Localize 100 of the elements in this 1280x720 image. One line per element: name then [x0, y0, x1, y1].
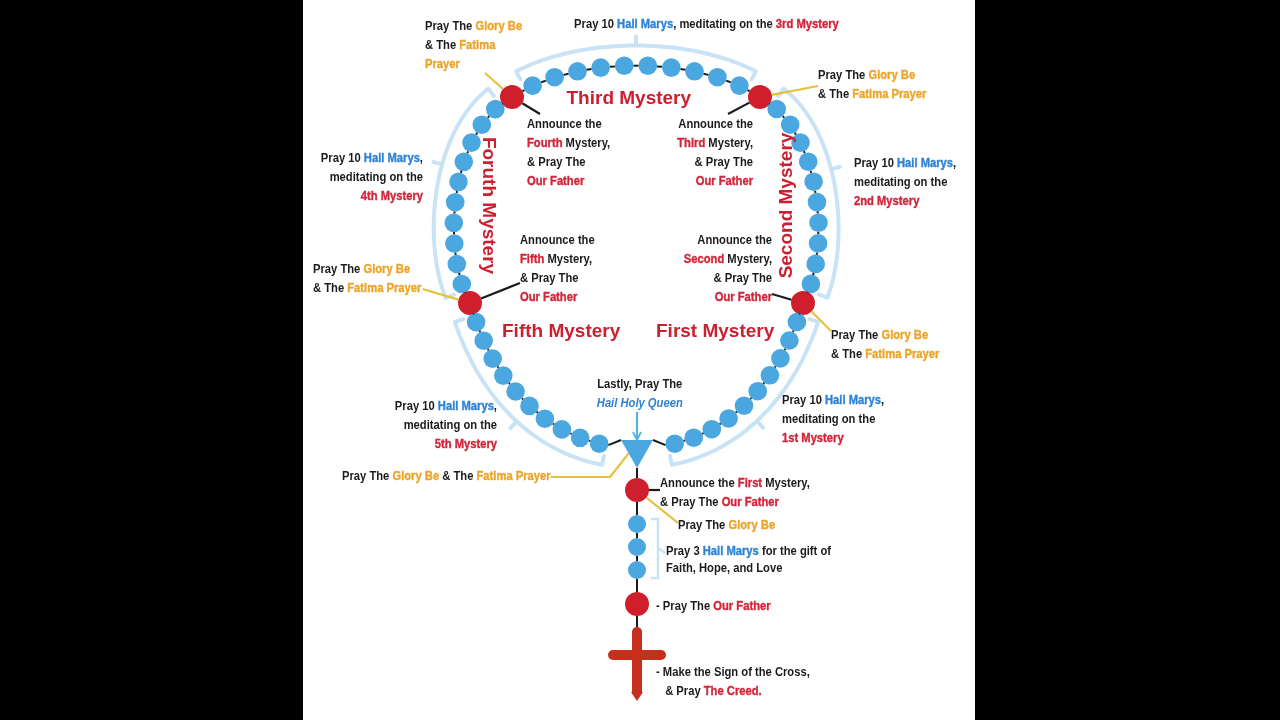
instruction-text: Announce the Fourth Mystery, & Pray The Our Father	[527, 114, 612, 190]
bead	[767, 99, 786, 119]
bead	[494, 366, 513, 385]
instruction-text: Pray 3 Hail Marys for the gift of Faith, Hope, and Love	[666, 542, 832, 576]
chain-link	[501, 102, 504, 105]
mystery-title: Third Mystery	[566, 86, 692, 108]
chain-link	[636, 501, 638, 516]
chain-link	[609, 65, 616, 68]
instruction-text: Pray 10 Hail Marys, meditating on the 5th Mystery	[393, 397, 497, 453]
chain-link	[682, 439, 686, 442]
centerpiece	[621, 440, 653, 468]
bead	[523, 76, 542, 95]
chain-link	[453, 231, 455, 236]
bead	[625, 478, 649, 502]
instruction-text: Announce the Third Mystery, & Pray The Our Father	[675, 114, 753, 190]
chain-link	[793, 131, 797, 136]
chain-link	[466, 150, 470, 155]
chain-link	[478, 329, 482, 334]
chain-link	[607, 439, 622, 447]
leader-line	[521, 102, 541, 115]
bead	[454, 152, 474, 172]
chain-link	[459, 169, 463, 174]
bead	[535, 409, 555, 428]
chain-link	[636, 578, 638, 593]
chain-link	[454, 251, 457, 256]
chain-link	[464, 291, 467, 294]
instruction-text: Pray The Glory Be & The Fatima Prayer	[818, 65, 928, 103]
instruction-text: Announce the Second Mystery, & Pray The Our Father	[682, 230, 772, 306]
leader-line	[645, 496, 679, 524]
chain-link	[768, 102, 771, 105]
bead	[748, 381, 767, 401]
bead	[804, 172, 823, 191]
bead	[780, 331, 799, 350]
chain-link	[636, 532, 638, 539]
chain-link	[701, 432, 705, 435]
mystery-title: Foruth Mystery	[478, 136, 500, 274]
leader-line	[771, 292, 792, 301]
leader-line	[771, 84, 819, 96]
instruction-text: Announce the Fifth Mystery, & Pray The Our Father	[520, 230, 596, 306]
bead	[808, 234, 828, 253]
arrow	[632, 412, 642, 441]
chain-link	[472, 312, 475, 316]
chain-link	[535, 410, 539, 414]
bead	[486, 99, 505, 119]
chain-link	[762, 381, 766, 385]
bead	[506, 382, 525, 401]
chain-link	[679, 68, 687, 71]
bead	[787, 312, 807, 332]
bead	[570, 428, 590, 448]
bead	[545, 67, 564, 87]
chain-link	[725, 79, 732, 84]
chain-link	[521, 89, 526, 93]
chain-link	[798, 312, 801, 316]
bead	[734, 396, 754, 415]
leader-line	[810, 310, 832, 332]
chain-link	[734, 410, 738, 414]
bead	[760, 366, 780, 385]
chain-link	[455, 190, 458, 194]
chain-link	[569, 432, 573, 435]
chain-link	[803, 150, 806, 155]
chain-link	[718, 422, 722, 426]
chain-link	[814, 189, 817, 194]
bead	[662, 58, 681, 77]
bead	[452, 274, 472, 294]
mystery-title: First Mystery	[656, 319, 775, 341]
bead	[445, 192, 465, 212]
chain-link	[806, 290, 809, 294]
chain-link	[587, 439, 592, 442]
bead	[474, 331, 493, 350]
chain-link	[809, 169, 813, 174]
instruction-text: - Pray The Our Father	[656, 597, 771, 615]
bead	[801, 274, 821, 294]
bead	[798, 152, 818, 171]
bead	[638, 56, 658, 75]
instruction-text: - Make the Sign of the Cross, & Pray The Creed.	[656, 663, 811, 700]
bead	[628, 538, 646, 556]
mystery-title: Second Mystery	[775, 132, 797, 278]
bead	[719, 409, 738, 428]
bead	[520, 396, 539, 416]
bead	[684, 428, 703, 447]
chain-link	[636, 615, 638, 628]
instruction-text: Pray The Glory Be & The Fatima Prayer	[831, 325, 941, 363]
bead	[591, 58, 610, 77]
mystery-title: Fifth Mystery	[502, 319, 621, 341]
bead	[458, 291, 482, 315]
chain-link	[652, 439, 667, 447]
chain-link	[656, 65, 663, 68]
leader-line	[480, 281, 521, 300]
leader-line	[550, 452, 630, 479]
leader-line	[727, 101, 750, 115]
chain-link	[585, 68, 593, 71]
bead	[628, 515, 646, 533]
bead	[449, 172, 468, 192]
bead	[791, 291, 815, 315]
chain-link	[458, 272, 461, 276]
chain-link	[773, 365, 777, 369]
bead	[628, 561, 646, 579]
chain-link	[632, 64, 640, 67]
bead	[614, 56, 634, 75]
instruction-text: Announce the First Mystery, & Pray The Our Father	[660, 473, 812, 511]
